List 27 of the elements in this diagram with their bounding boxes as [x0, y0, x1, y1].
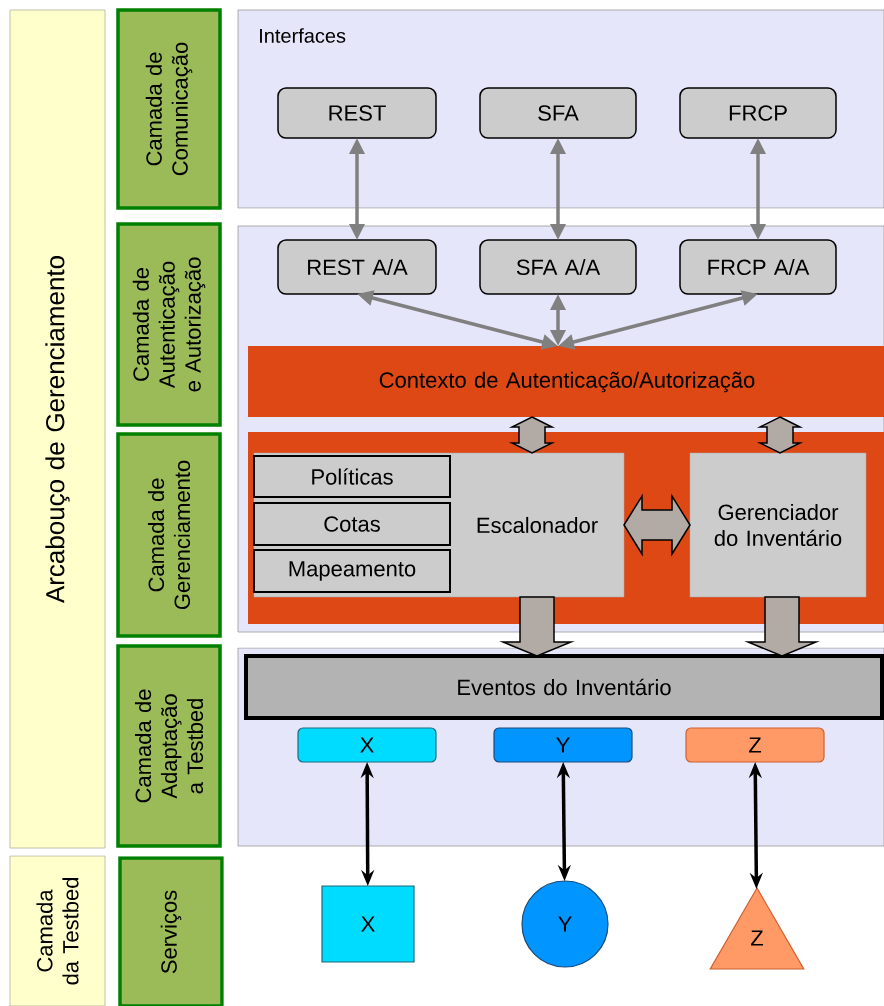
- component-box: Políticas: [253, 455, 451, 498]
- interface-box: SFA A/A: [479, 239, 637, 295]
- layer-label-box: Camada de Autenticação e Autorização: [116, 222, 222, 427]
- block-arrow: [744, 596, 820, 657]
- interface-box: FRCP: [679, 87, 837, 139]
- block-arrow: [499, 596, 575, 657]
- block-arrow: [756, 416, 804, 454]
- module-box: Gerenciador do Inventário: [689, 452, 867, 598]
- layer-label-box: Camada de Comunicação: [116, 8, 222, 210]
- layer-label-box: Camada de Adaptação a Testbed: [116, 644, 222, 848]
- component-box: Cotas: [253, 502, 451, 546]
- event-bus-box: Eventos do Inventário: [244, 654, 884, 720]
- component-box: Mapeamento: [253, 549, 451, 593]
- block-arrow: [623, 493, 691, 557]
- layer-band: Arcabouço de Gerenciamento: [9, 9, 106, 849]
- interface-box: SFA: [479, 87, 637, 139]
- adapter-box: Y: [493, 727, 633, 763]
- adapter-box: X: [297, 727, 437, 763]
- interface-box: REST A/A: [277, 239, 437, 295]
- layer-label-box: Camada de Gerenciamento: [116, 432, 222, 638]
- layer-label-box: Serviços: [118, 856, 224, 1006]
- module-band: Contexto de Autenticação/Autorização: [248, 346, 884, 417]
- interface-box: REST: [277, 87, 437, 139]
- block-arrow: [508, 416, 556, 454]
- interface-box: FRCP A/A: [679, 239, 837, 295]
- adapter-box: Z: [685, 727, 825, 763]
- layer-band: Camada da Testbed: [9, 855, 106, 1006]
